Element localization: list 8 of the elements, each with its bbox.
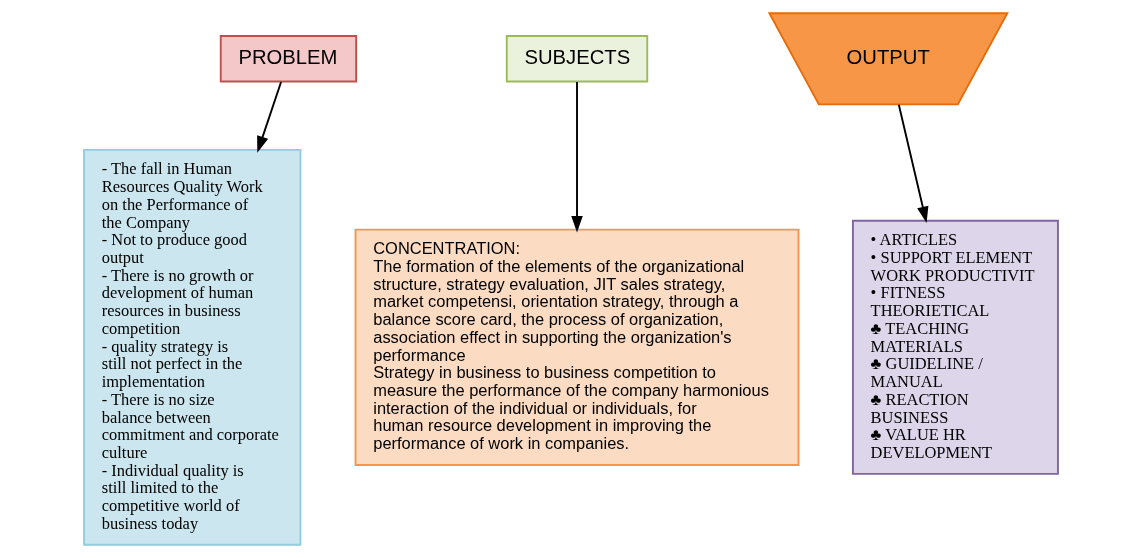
node-box: • ARTICLES • SUPPORT ELEMENT WORK PRODUCTIVIT • FITNESS THEORIETICAL ♣ TEACHING MATERIALS ♣ GUIDELINE / MANUAL ♣ REACTION BUSINESS ♣ VALUE HR DEVELOPMENT [851,219,1059,475]
arrow [897,103,929,223]
arrow [571,81,583,233]
node-box: CONCENTRATION: The formation of the elements of the organizational structure, strategy evaluation, JIT sales strategy, market competensi, orientation strategy, through a balance score card, the process of organization, association effect in supporting the organization's performance Strategy in business to business competition to measure the performance of the company harmonious interaction of the individual or individuals, for human resource development in improving the performance of work in companies. [354,228,800,466]
node-box: - The fall in Human Resources Quality Work on the Performance of the Company - Not to produce good output - There is no growth or development of human resources in business competition - quality strategy is still not perfect in the implementation - There is no size balance between commitment and corporate culture - Individual quality is still limited to the competitive world of business today [83,148,302,546]
node-box: SUBJECTS [505,35,649,83]
arrow [257,81,282,153]
node-box: PROBLEM [219,35,358,83]
